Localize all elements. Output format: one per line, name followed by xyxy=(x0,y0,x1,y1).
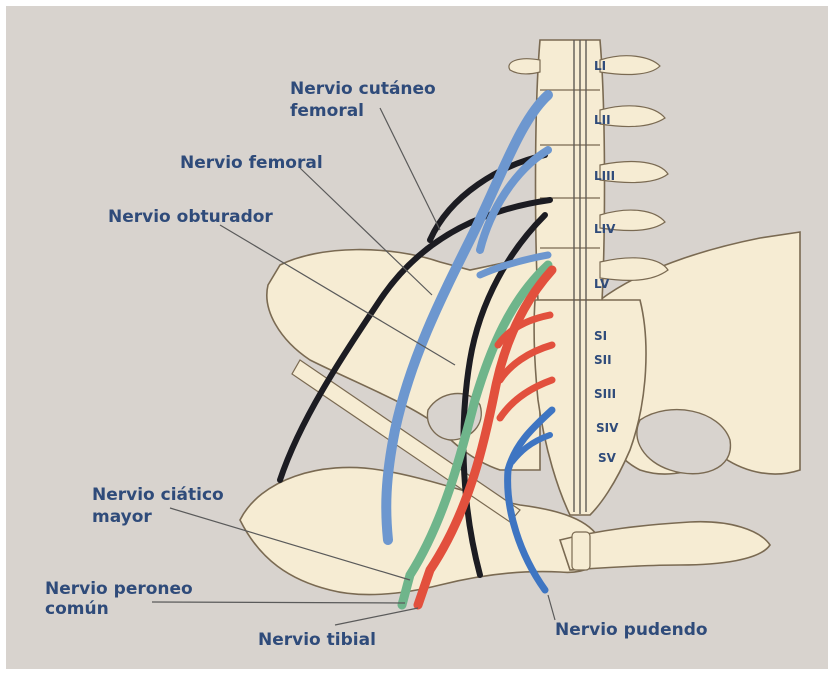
label-nervio-femoral: Nervio femoral xyxy=(180,153,323,173)
transverse-process-LI-left xyxy=(509,59,540,74)
vertebra-label-SII: SII xyxy=(594,353,612,367)
label-nervio-peroneo-comun-2: común xyxy=(45,599,109,619)
label-nervio-cutaneo-femoral-2: femoral xyxy=(290,101,364,121)
vertebra-label-LIII: LIII xyxy=(594,169,615,183)
vertebra-label-LIV: LIV xyxy=(594,222,616,236)
label-nervio-pudendo: Nervio pudendo xyxy=(555,620,708,640)
pubic-symphysis xyxy=(572,532,590,570)
vertebra-label-LII: LII xyxy=(594,113,611,127)
label-nervio-ciatico-mayor-2: mayor xyxy=(92,507,152,527)
vertebra-label-SI: SI xyxy=(594,329,607,343)
vertebra-label-SIII: SIII xyxy=(594,387,616,401)
vertebra-label-SV: SV xyxy=(598,451,617,465)
vertebra-label-LV: LV xyxy=(594,277,610,291)
label-nervio-obturador: Nervio obturador xyxy=(108,207,273,227)
vertebra-label-SIV: SIV xyxy=(596,421,619,435)
label-nervio-ciatico-mayor-1: Nervio ciático xyxy=(92,485,224,505)
label-nervio-tibial: Nervio tibial xyxy=(258,630,376,650)
label-nervio-peroneo-comun-1: Nervio peroneo xyxy=(45,579,193,599)
label-nervio-cutaneo-femoral-1: Nervio cutáneo xyxy=(290,79,436,99)
vertebra-label-LI: LI xyxy=(594,59,606,73)
